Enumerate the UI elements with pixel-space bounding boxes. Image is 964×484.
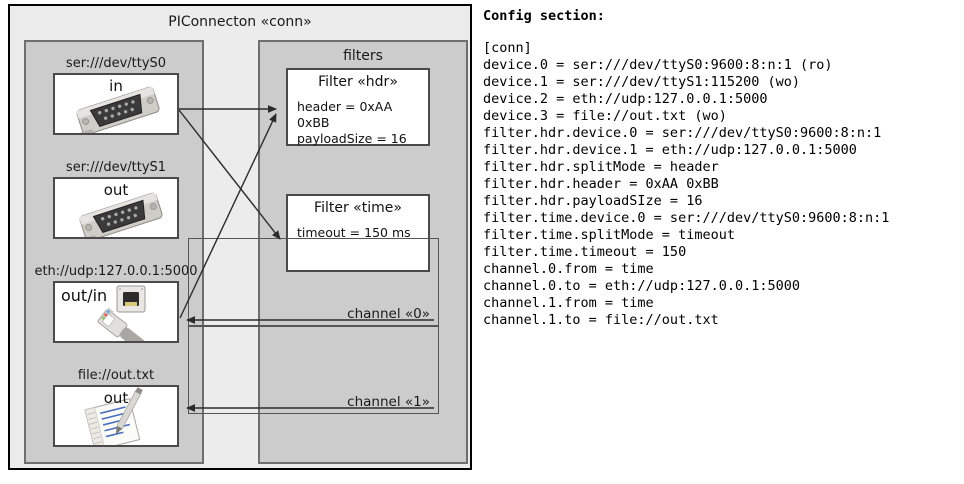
config-line: channel.1.to = file://out.txt (483, 312, 719, 328)
channel-rect-1: channel «1» (188, 326, 439, 414)
device-box-eth[interactable]: out/in (53, 281, 179, 343)
device-direction: in (109, 77, 123, 95)
filter-prop: timeout = 150 ms (297, 225, 411, 240)
text-file-icon (55, 387, 177, 445)
filter-title: Filter «hdr» (318, 74, 398, 90)
config-line: filter.hdr.device.1 = eth://udp:127.0.0.… (483, 142, 857, 158)
serial-connector-icon (55, 179, 177, 237)
filter-properties: header = 0xAA 0xBB payloadSize = 16 (297, 99, 428, 147)
config-line: device.2 = eth://udp:127.0.0.1:5000 (483, 91, 768, 107)
config-line: filter.time.timeout = 150 (483, 244, 687, 260)
config-heading: Config section: (483, 8, 605, 24)
config-line: channel.1.from = time (483, 295, 654, 311)
filter-box-hdr[interactable]: Filter «hdr» header = 0xAA 0xBB payloadS… (286, 68, 430, 146)
config-line: device.1 = ser:///dev/ttyS1:115200 (wo) (483, 74, 800, 90)
channel-label: channel «0» (347, 306, 430, 322)
config-line: filter.time.device.0 = ser:///dev/ttyS0:… (483, 210, 890, 226)
connector-diagram: PIConnecton «conn» ser:///dev/ttyS0 in (8, 4, 472, 470)
device-label: eth://udp:127.0.0.1:5000 (34, 264, 198, 279)
filters-panel-title: filters (343, 48, 383, 64)
config-line: filter.hdr.splitMode = header (483, 159, 719, 175)
device-direction: out (103, 181, 129, 199)
channel-rect-0: channel «0» (188, 238, 439, 326)
filter-prop: payloadSize = 16 (297, 131, 407, 146)
device-box-ttyS1[interactable]: out (53, 177, 179, 239)
config-line: filter.hdr.header = 0xAA 0xBB (483, 176, 719, 192)
config-line: device.3 = file://out.txt (wo) (483, 108, 727, 124)
config-section: Config section: [conn]device.0 = ser:///… (483, 8, 958, 329)
device-box-ttyS0[interactable]: in (53, 73, 179, 135)
config-line: filter.time.splitMode = timeout (483, 227, 735, 243)
device-group-ttyS0: ser:///dev/ttyS0 in (26, 56, 206, 135)
device-group-eth: eth://udp:127.0.0.1:5000 out/in (26, 264, 206, 343)
page-title: PIConnecton «conn» (168, 14, 312, 30)
device-box-file[interactable]: out (53, 385, 179, 447)
config-line: [conn] (483, 40, 532, 56)
device-label: ser:///dev/ttyS1 (65, 160, 167, 175)
filter-properties: timeout = 150 ms (297, 225, 411, 241)
config-line: filter.hdr.device.0 = ser:///dev/ttyS0:9… (483, 125, 882, 141)
config-line: device.0 = ser:///dev/ttyS0:9600:8:n:1 (… (483, 57, 833, 73)
serial-connector-icon (55, 75, 177, 133)
config-line: channel.0.to = eth://udp:127.0.0.1:5000 (483, 278, 800, 294)
filter-prop: header = 0xAA 0xBB (297, 99, 393, 130)
ethernet-plug-icon (55, 283, 177, 341)
config-text: [conn]device.0 = ser:///dev/ttyS0:9600:8… (483, 40, 958, 329)
channel-label: channel «1» (347, 394, 430, 410)
devices-panel: ser:///dev/ttyS0 in (24, 40, 204, 464)
config-line: filter.hdr.payloadSIze = 16 (483, 193, 703, 209)
device-label: file://out.txt (77, 368, 155, 383)
filter-box-time[interactable]: Filter «time» timeout = 150 ms (286, 194, 430, 272)
config-line: channel.0.from = time (483, 261, 654, 277)
filters-panel: filters Filter «hdr» header = 0xAA 0xBB … (188, 40, 468, 464)
device-direction: out (103, 389, 129, 407)
filter-title: Filter «time» (314, 200, 402, 216)
device-group-ttyS1: ser:///dev/ttyS1 out (26, 160, 206, 239)
device-direction: out/in (61, 286, 108, 305)
device-label: ser:///dev/ttyS0 (65, 56, 167, 71)
device-group-file: file://out.txt out (26, 368, 206, 447)
